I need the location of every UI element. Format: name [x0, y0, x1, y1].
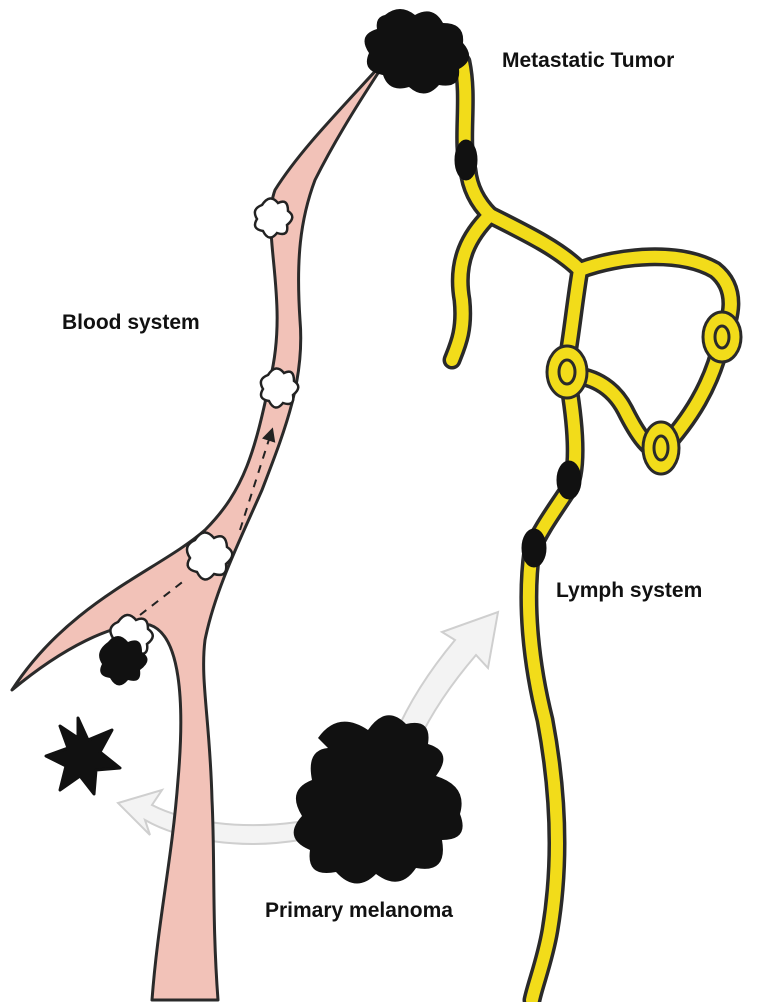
lymph-node-1 — [547, 346, 587, 398]
lymph-deposit-3 — [522, 529, 546, 567]
circulating-cell-2 — [261, 368, 298, 407]
circulating-cell-1 — [255, 198, 292, 237]
detached-tumor-icon — [46, 718, 120, 794]
lymph-node-2 — [703, 312, 741, 362]
blood-system-label: Blood system — [62, 311, 200, 334]
lymph-vessels — [452, 62, 731, 1000]
primary-melanoma-icon — [294, 715, 463, 883]
lymph-node-3 — [643, 422, 679, 474]
lymph-deposit-2 — [557, 461, 581, 499]
lymph-system-label: Lymph system — [556, 579, 702, 602]
metastatic-tumor-icon — [365, 9, 470, 94]
spread-arrow-to-lymph — [395, 612, 498, 742]
primary-melanoma-label: Primary melanoma — [265, 899, 453, 922]
metastatic-tumor-label: Metastatic Tumor — [502, 49, 674, 72]
lymph-deposit-1 — [455, 140, 477, 180]
